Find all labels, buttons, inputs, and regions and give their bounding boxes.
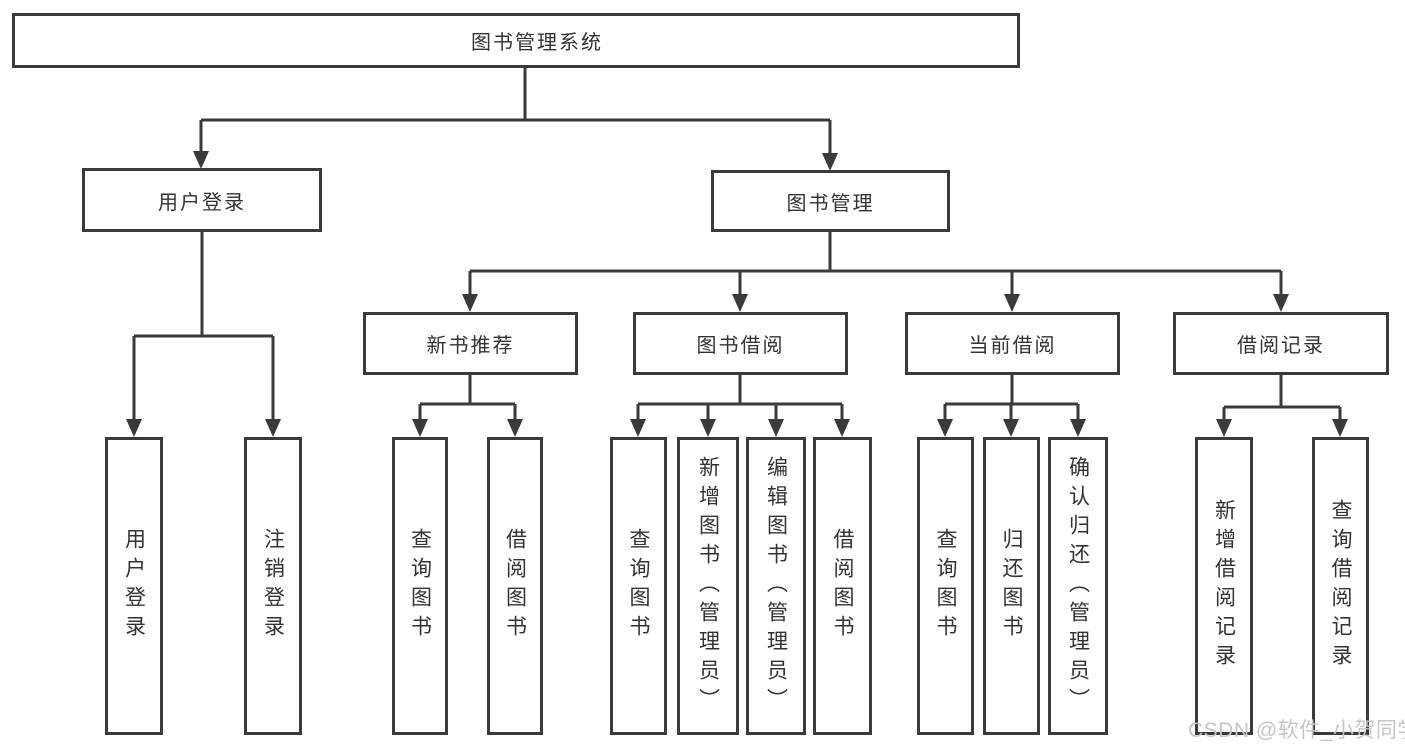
node-leaf-add-borrow-record-label: 新增借阅记录 <box>1212 499 1236 673</box>
node-leaf-query-books-2-label: 查询图书 <box>627 528 650 644</box>
node-current-borrowing-label: 当前借阅 <box>968 335 1057 357</box>
node-book-management: 图书管理 <box>711 170 950 232</box>
node-leaf-borrow-books-1: 借阅图书 <box>487 437 543 735</box>
node-leaf-return-books: 归还图书 <box>983 437 1040 735</box>
arrowhead <box>126 419 142 437</box>
node-book-borrowing: 图书借阅 <box>633 312 848 375</box>
node-leaf-confirm-return-admin: 确认归还（管理员） <box>1048 437 1108 735</box>
node-leaf-query-books-2: 查询图书 <box>610 437 667 735</box>
node-borrowing-records: 借阅记录 <box>1173 312 1389 375</box>
arrowhead <box>700 419 716 437</box>
node-new-book-recommend-label: 新书推荐 <box>426 335 515 357</box>
node-leaf-edit-books-admin: 编辑图书（管理员） <box>746 437 806 735</box>
arrowhead <box>1004 294 1020 312</box>
arrowhead <box>1003 419 1019 437</box>
node-root-label: 图书管理系统 <box>471 32 603 54</box>
node-leaf-query-borrow-record-label: 查询借阅记录 <box>1329 499 1352 673</box>
node-leaf-borrow-books-2-label: 借阅图书 <box>831 528 854 644</box>
connector-new-book-recommend-to-leaves <box>418 375 517 420</box>
arrowhead <box>630 419 646 437</box>
node-leaf-edit-books-admin-label: 编辑图书（管理员） <box>764 455 788 717</box>
arrowhead <box>462 294 478 312</box>
arrowhead <box>1273 294 1289 312</box>
node-leaf-query-books-1: 查询图书 <box>392 437 448 735</box>
node-leaf-query-borrow-record: 查询借阅记录 <box>1312 437 1369 735</box>
connector-root-to-level2 <box>199 68 832 154</box>
node-leaf-add-borrow-record: 新增借阅记录 <box>1195 437 1253 735</box>
node-leaf-query-books-1-label: 查询图书 <box>408 528 432 644</box>
node-leaf-user-login: 用户登录 <box>105 437 163 735</box>
node-leaf-add-books-admin-label: 新增图书（管理员） <box>696 455 720 717</box>
arrowhead <box>193 151 209 169</box>
connector-book-management-to-level3 <box>468 232 1283 295</box>
node-book-management-label: 图书管理 <box>786 192 875 215</box>
arrowhead <box>265 419 281 437</box>
arrowhead <box>412 419 428 437</box>
connector-borrowing-records-to-leaves <box>1222 375 1342 420</box>
node-leaf-borrow-books-2: 借阅图书 <box>813 437 872 735</box>
node-current-borrowing: 当前借阅 <box>905 312 1120 375</box>
watermark: CSDN @软件_小贺同学 <box>1188 719 1405 742</box>
node-leaf-logout-label: 注销登录 <box>261 528 285 644</box>
node-leaf-user-login-label: 用户登录 <box>122 528 146 644</box>
arrowhead <box>768 419 784 437</box>
node-leaf-logout: 注销登录 <box>244 437 302 735</box>
arrowhead <box>1332 419 1348 437</box>
node-borrowing-records-label: 借阅记录 <box>1237 335 1325 357</box>
node-user-login-label: 用户登录 <box>158 191 246 214</box>
node-leaf-query-books-3-label: 查询图书 <box>934 528 957 644</box>
arrowhead <box>822 153 838 171</box>
connector-current-borrowing-to-leaves <box>943 375 1080 420</box>
arrowhead <box>834 419 850 437</box>
node-leaf-return-books-label: 归还图书 <box>1000 528 1023 644</box>
node-new-book-recommend: 新书推荐 <box>363 312 578 375</box>
node-leaf-confirm-return-admin-label: 确认归还（管理员） <box>1066 455 1090 717</box>
node-user-login: 用户登录 <box>82 168 322 232</box>
arrowhead <box>1070 419 1086 437</box>
arrowhead <box>507 419 523 437</box>
arrowhead <box>1216 419 1232 437</box>
arrowhead <box>937 419 953 437</box>
node-leaf-add-books-admin: 新增图书（管理员） <box>677 437 739 735</box>
connector-book-borrowing-to-leaves <box>636 375 844 420</box>
node-root: 图书管理系统 <box>12 13 1020 68</box>
node-book-borrowing-label: 图书借阅 <box>696 335 785 357</box>
connector-user-login-to-leaves <box>132 232 275 420</box>
node-leaf-borrow-books-1-label: 借阅图书 <box>503 528 527 644</box>
arrowhead <box>732 294 748 312</box>
node-leaf-query-books-3: 查询图书 <box>917 437 974 735</box>
